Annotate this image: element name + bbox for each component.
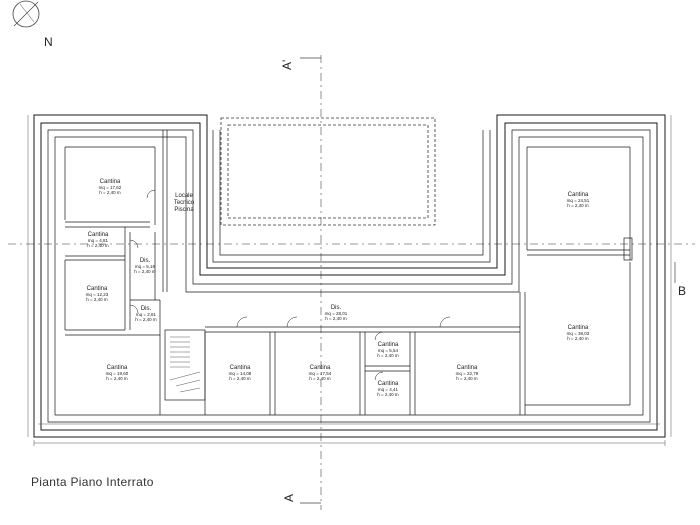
section-label-top: A' — [280, 60, 294, 70]
svg-text:Cantina: Cantina — [100, 179, 121, 185]
svg-text:Tecnico: Tecnico — [174, 200, 195, 206]
svg-text:h = 2,40 m: h = 2,40 m — [309, 376, 331, 381]
section-axes: A' A B — [8, 55, 695, 510]
svg-text:h = 2,40 m: h = 2,40 m — [229, 376, 251, 381]
svg-text:mq = 17,62: mq = 17,62 — [99, 185, 122, 190]
room-dis-1: Dis. mq = 5,16 h = 2,40 m — [134, 258, 156, 274]
outer-walls — [33, 114, 666, 438]
svg-text:h = 2,40 m: h = 2,40 m — [377, 392, 399, 397]
svg-text:mq = 4,41: mq = 4,41 — [378, 387, 399, 392]
svg-text:Piscina: Piscina — [174, 207, 194, 213]
svg-text:h = 2,40 m: h = 2,40 m — [86, 297, 108, 302]
svg-text:h = 2,40 m: h = 2,40 m — [456, 376, 478, 381]
room-labels: Cantina mq = 17,62 h = 2,40 m Cantina mq… — [86, 179, 590, 397]
svg-text:mq = 5,16: mq = 5,16 — [135, 264, 156, 269]
svg-text:Cantina: Cantina — [230, 365, 251, 371]
svg-text:Dis.: Dis. — [140, 258, 151, 264]
svg-text:Cantina: Cantina — [568, 325, 589, 331]
drawing-caption: Pianta Piano Interrato — [31, 475, 154, 489]
room-cantina-1: Cantina mq = 17,62 h = 2,40 m — [99, 179, 122, 195]
svg-text:h = 2,40 m: h = 2,40 m — [87, 243, 109, 248]
svg-text:Cantina: Cantina — [310, 365, 331, 371]
door-swings — [129, 189, 451, 381]
svg-text:Cantina: Cantina — [87, 286, 108, 292]
room-cantina-7: Cantina mq = 5,54 h = 2,40 m — [377, 342, 399, 358]
svg-text:Cantina: Cantina — [107, 365, 128, 371]
svg-text:mq = 12,23: mq = 12,23 — [86, 292, 109, 297]
room-cantina-11: Cantina mq = 38,03 h = 2,40 m — [567, 325, 590, 341]
svg-text:mq = 2,81: mq = 2,81 — [136, 312, 157, 317]
staircase — [169, 336, 201, 393]
svg-text:mq = 24,51: mq = 24,51 — [567, 198, 590, 203]
svg-text:h = 2,40 m: h = 2,40 m — [106, 376, 128, 381]
svg-text:mq = 38,03: mq = 38,03 — [567, 331, 590, 336]
room-cantina-10: Cantina mq = 24,51 h = 2,40 m — [567, 192, 590, 208]
svg-text:Cantina: Cantina — [457, 365, 478, 371]
north-circle-icon — [12, 0, 40, 28]
room-cantina-9: Cantina mq = 22,79 h = 2,40 m — [456, 365, 479, 381]
svg-text:mq = 4,81: mq = 4,81 — [88, 238, 109, 243]
svg-text:mq = 28,01: mq = 28,01 — [325, 311, 348, 316]
section-label-bottom: A — [282, 494, 296, 502]
svg-text:Dis.: Dis. — [141, 306, 152, 312]
svg-text:Cantina: Cantina — [88, 232, 109, 238]
svg-text:Cantina: Cantina — [378, 342, 399, 348]
north-symbol: N — [12, 0, 53, 49]
svg-text:h = 2,40 m: h = 2,40 m — [325, 316, 347, 321]
svg-text:mq = 22,79: mq = 22,79 — [456, 371, 479, 376]
room-locale-tecnico: Locale Tecnico Piscina — [174, 193, 195, 213]
section-label-right: B — [678, 284, 686, 298]
room-cantina-3: Cantina mq = 12,23 h = 2,40 m — [86, 286, 109, 302]
svg-text:Cantina: Cantina — [568, 192, 589, 198]
svg-text:Locale: Locale — [175, 193, 193, 199]
north-label: N — [44, 35, 53, 49]
svg-text:h = 2,40 m: h = 2,40 m — [567, 203, 589, 208]
room-cantina-2: Cantina mq = 4,81 h = 2,40 m — [87, 232, 109, 248]
room-cantina-5: Cantina mq = 14,08 h = 2,40 m — [229, 365, 252, 381]
room-dis-3: Dis. mq = 28,01 h = 2,40 m — [325, 305, 348, 321]
svg-text:mq = 19,60: mq = 19,60 — [106, 371, 129, 376]
room-cantina-4: Cantina mq = 19,60 h = 2,40 m — [106, 365, 129, 381]
svg-text:mq = 17,54: mq = 17,54 — [309, 371, 332, 376]
room-dis-2: Dis. mq = 2,81 h = 2,40 m — [135, 306, 157, 322]
svg-text:mq = 5,54: mq = 5,54 — [378, 348, 399, 353]
svg-text:h = 2,40 m: h = 2,40 m — [567, 336, 589, 341]
svg-text:h = 2,40 m: h = 2,40 m — [99, 190, 121, 195]
svg-text:h = 2,40 m: h = 2,40 m — [377, 353, 399, 358]
room-cantina-6: Cantina mq = 17,54 h = 2,40 m — [309, 365, 332, 381]
dimension-lines — [27, 115, 672, 446]
interior-walls — [64, 130, 633, 415]
room-cantina-8: Cantina mq = 4,41 h = 2,40 m — [377, 381, 399, 397]
svg-text:Cantina: Cantina — [378, 381, 399, 387]
svg-text:Dis.: Dis. — [331, 305, 342, 311]
swimming-pool — [220, 117, 436, 226]
svg-text:h = 2,40 m: h = 2,40 m — [135, 317, 157, 322]
svg-text:h = 2,40 m: h = 2,40 m — [134, 269, 156, 274]
svg-text:mq = 14,08: mq = 14,08 — [229, 371, 252, 376]
